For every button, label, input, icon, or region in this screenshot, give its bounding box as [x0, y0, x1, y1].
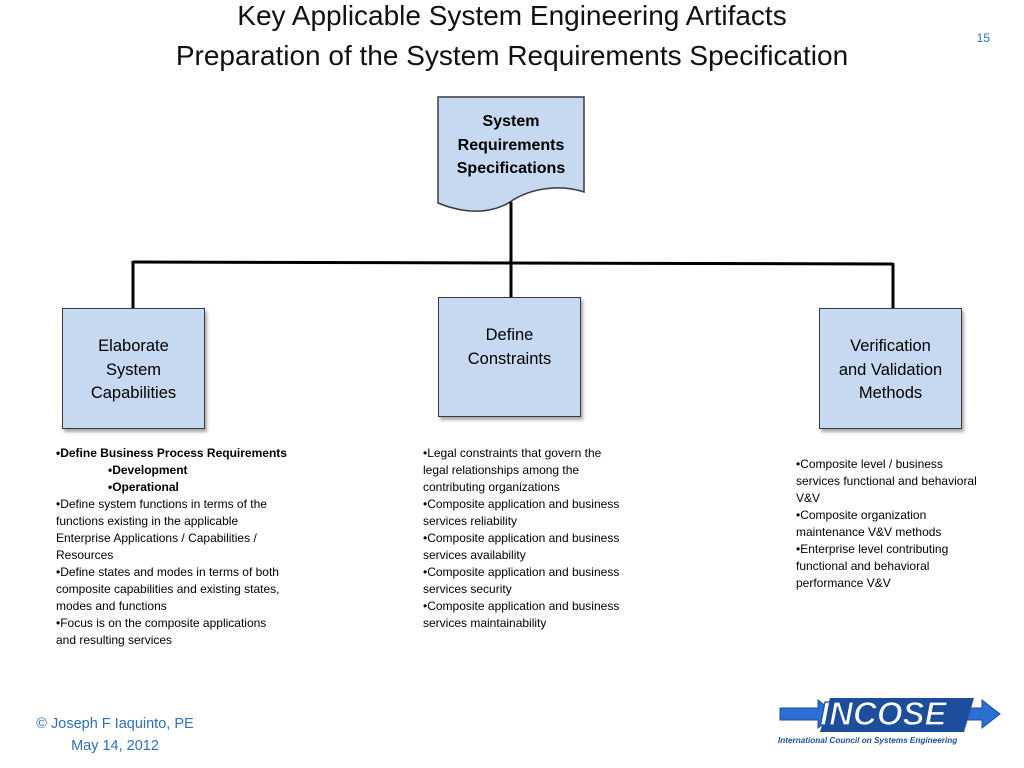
slide-number: 15 — [976, 31, 990, 45]
footer: © Joseph F Iaquinto, PE May 14, 2012 — [30, 713, 200, 757]
list-item: services functional and behavioral — [796, 474, 977, 488]
footer-date: May 14, 2012 — [71, 738, 159, 754]
logo-wordmark: INCOSE — [819, 694, 947, 732]
list-item: •Composite application and business — [423, 497, 620, 511]
list-item: modes and functions — [56, 599, 167, 613]
list-item: •Define states and modes in terms of bot… — [56, 565, 279, 579]
list-item: services reliability — [423, 514, 518, 528]
list-item: •Composite application and business — [423, 599, 620, 613]
list-item: legal relationships among the — [423, 463, 580, 477]
list-item: and resulting services — [56, 633, 173, 647]
document-shape — [437, 96, 585, 212]
box-define-constraints: Define Constraints — [438, 297, 581, 417]
list-item: •Composite level / business — [796, 457, 943, 471]
list-item: services maintainability — [423, 616, 547, 630]
list-item: functional and behavioral — [796, 559, 930, 573]
list-item: functions existing in the applicable — [56, 514, 239, 528]
list-item: •Define system functions in terms of the — [56, 497, 267, 511]
list-item: contributing organizations — [423, 480, 560, 494]
incose-logo: INCOSE International Council on Systems … — [778, 694, 1002, 752]
list-item: composite capabilities and existing stat… — [56, 582, 280, 596]
list-vv-methods: •Composite level / business services fun… — [796, 456, 977, 592]
list-item: •Composite application and business — [423, 565, 620, 579]
list-item: •Composite organization — [796, 508, 927, 522]
list-item: V&V — [796, 491, 821, 505]
list-item: services availability — [423, 548, 526, 562]
logo-tagline: International Council on Systems Enginee… — [778, 736, 958, 745]
slide-title-line1: Key Applicable System Engineering Artifa… — [237, 0, 787, 31]
list-item: services security — [423, 582, 512, 596]
list-item: performance V&V — [796, 576, 891, 590]
list-item: •Focus is on the composite applications — [56, 616, 267, 630]
list-item: Enterprise Applications / Capabilities / — [56, 531, 257, 545]
list-capabilities: •Define Business Process Requirements •D… — [56, 445, 287, 649]
logo-arrows-icon — [779, 698, 1001, 732]
list-constraints: •Legal constraints that govern the legal… — [423, 445, 619, 632]
connector-horizontal — [132, 260, 894, 266]
footer-author: © Joseph F Iaquinto, PE — [36, 716, 194, 732]
root-document-label: System Requirements Specifications — [456, 113, 566, 177]
list-item: •Operational — [108, 480, 179, 494]
list-item: •Enterprise level contributing — [796, 542, 949, 556]
list-item: •Development — [108, 463, 188, 477]
list-item: maintenance V&V methods — [796, 525, 942, 539]
list-item: Resources — [56, 548, 114, 562]
slide-title-line2: Preparation of the System Requirements S… — [175, 40, 849, 71]
list-item: •Legal constraints that govern the — [423, 446, 602, 460]
box-elaborate-system-capabilities: Elaborate System Capabilities — [62, 308, 205, 429]
box-verification-validation-methods: Verification and Validation Methods — [819, 308, 962, 429]
list-item: •Define Business Process Requirements — [56, 446, 287, 460]
list-item: •Composite application and business — [423, 531, 620, 545]
